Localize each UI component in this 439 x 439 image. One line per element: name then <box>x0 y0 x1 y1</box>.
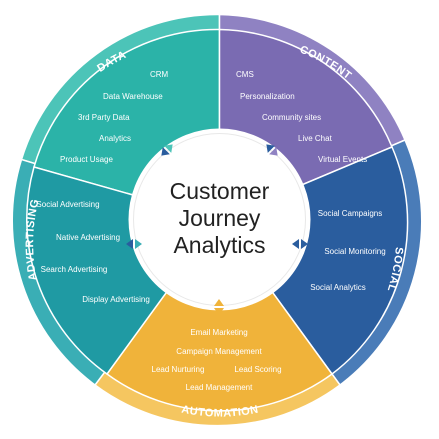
automation-item-lead-nurturing: Lead Nurturing <box>152 365 205 374</box>
center-hub: Customer Journey Analytics <box>128 128 311 311</box>
automation-item-email-marketing: Email Marketing <box>190 328 247 337</box>
content-item-personalization: Personalization <box>240 92 295 101</box>
content-items: CMS Personalization Community sites Live… <box>236 70 367 164</box>
data-item-product-usage: Product Usage <box>60 155 113 164</box>
automation-item-campaign-management: Campaign Management <box>176 347 262 356</box>
advertising-item-search-advertising: Search Advertising <box>41 265 108 274</box>
center-title-line-1: Customer <box>170 178 270 204</box>
content-item-virtual-events: Virtual Events <box>318 155 367 164</box>
social-item-analytics: Social Analytics <box>310 283 366 292</box>
data-connector-icon <box>161 144 173 156</box>
inner-wheel <box>26 28 409 412</box>
automation-items: Email Marketing Campaign Management Lead… <box>152 328 282 392</box>
social-item-campaigns: Social Campaigns <box>318 209 382 218</box>
data-items: CRM Data Warehouse 3rd Party Data Analyt… <box>60 70 169 164</box>
social-items: Social Campaigns Social Monitoring Socia… <box>310 209 385 292</box>
automation-segment <box>105 218 334 412</box>
data-item-crm: CRM <box>150 70 169 79</box>
content-item-live-chat: Live Chat <box>298 134 333 143</box>
content-item-community-sites: Community sites <box>262 113 321 122</box>
connector-icons <box>126 144 308 315</box>
advertising-items: Social Advertising Native Advertising Se… <box>36 200 149 304</box>
content-connector-icon <box>266 144 278 156</box>
data-item-3rd-party-data: 3rd Party Data <box>78 113 130 122</box>
data-item-data-warehouse: Data Warehouse <box>103 92 163 101</box>
automation-item-lead-management: Lead Management <box>186 383 253 392</box>
advertising-connector-icon <box>126 239 142 249</box>
advertising-segment-label: ADVERTISING <box>24 198 41 282</box>
automation-item-lead-scoring: Lead Scoring <box>234 365 281 374</box>
advertising-item-native-advertising: Native Advertising <box>56 233 120 242</box>
social-item-monitoring: Social Monitoring <box>324 247 385 256</box>
content-item-cms: CMS <box>236 70 254 79</box>
automation-segment-label: AUTOMATION <box>180 404 259 420</box>
center-title-line-3: Analytics <box>173 232 265 258</box>
automation-connector-icon <box>214 299 224 315</box>
social-connector-icon <box>292 239 308 249</box>
data-item-analytics: Analytics <box>99 134 131 143</box>
advertising-item-social-advertising: Social Advertising <box>36 200 99 209</box>
center-title-line-2: Journey <box>179 205 261 231</box>
advertising-item-display-advertising: Display Advertising <box>82 295 150 304</box>
